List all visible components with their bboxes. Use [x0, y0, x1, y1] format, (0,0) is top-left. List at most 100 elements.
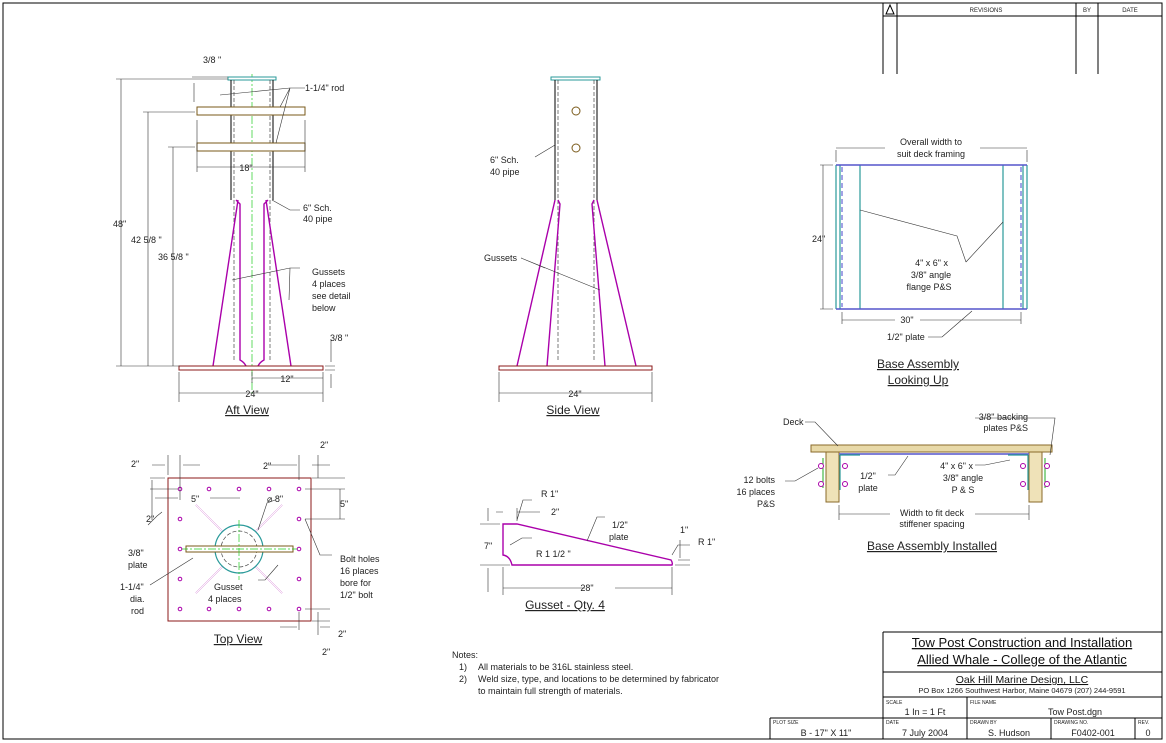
- aft-view: 3/8 " 1-1/4" rod 18" 6" Sch. 40 pipe 48"…: [113, 55, 351, 417]
- bolt-label-2: 16 places: [340, 566, 379, 576]
- scale-value: 1 In = 1 Ft: [905, 707, 946, 717]
- dim-42: 42 5/8 ": [131, 235, 162, 245]
- top-view-title: Top View: [214, 632, 263, 646]
- dim-base-30: 30": [900, 315, 913, 325]
- gusset-title: Gusset - Qty. 4: [525, 598, 605, 612]
- file-value: Tow Post.dgn: [1048, 707, 1102, 717]
- side-label-pipe-2: 40 pipe: [490, 167, 520, 177]
- revisions-date: DATE: [1122, 8, 1138, 14]
- revisions-header: REVISIONS: [970, 8, 1003, 14]
- top-gusset-label-1: Gusset: [214, 582, 243, 592]
- gusset-dim-28: 28": [580, 583, 593, 593]
- dim-2-f: 2": [322, 647, 330, 657]
- dim-base-plate: 3/8 ": [330, 333, 348, 343]
- label-half-plate: 1/2" plate: [887, 332, 925, 342]
- base-up-title-2: Looking Up: [888, 373, 949, 387]
- drawn-value: S. Hudson: [988, 728, 1030, 738]
- aft-view-title: Aft View: [225, 403, 269, 417]
- drawing-no-value: F0402-001: [1071, 728, 1115, 738]
- side-label-gussets: Gussets: [484, 253, 518, 263]
- label-gussets-1: Gussets: [312, 267, 346, 277]
- side-view: 6" Sch. 40 pipe Gussets 24" Side View: [484, 76, 653, 417]
- gusset-r1-end: R 1": [698, 537, 715, 547]
- side-label-pipe-1: 6" Sch.: [490, 155, 519, 165]
- dim-12: 12": [280, 374, 293, 384]
- gusset-r-1-5: R 1 1/2 ": [536, 549, 571, 559]
- dim-2-e: 2": [338, 629, 346, 639]
- rev-label: REV.: [1138, 720, 1149, 726]
- scale-label: SCALE: [886, 700, 903, 706]
- notes: Notes: 1) All materials to be 316L stain…: [452, 650, 719, 696]
- dim-5-b: 5": [340, 499, 348, 509]
- plot-label: PLOT SIZE: [773, 720, 799, 726]
- title-line-1: Tow Post Construction and Installation: [912, 635, 1132, 650]
- dim-2-a: 2": [131, 459, 139, 469]
- label-inst-angle-2: 3/8" angle: [943, 473, 983, 483]
- dim-18: 18": [239, 163, 252, 173]
- label-bolts-2: 16 places: [736, 487, 775, 497]
- installed-title: Base Assembly Installed: [867, 539, 997, 553]
- label-width-1: Width to fit deck: [900, 508, 965, 518]
- title-line-2: Allied Whale - College of the Atlantic: [917, 652, 1127, 667]
- stiffener-right: [1028, 451, 1043, 503]
- label-inst-plate-1: 1/2": [860, 471, 876, 481]
- label-gussets-4: below: [312, 303, 336, 313]
- dim-diameter: ⌀ 8": [267, 494, 283, 504]
- side-gussets: [516, 199, 637, 367]
- notes-heading: Notes:: [452, 650, 478, 660]
- top-rod-label-2: dia.: [130, 594, 145, 604]
- top-rod-label-1: 1-1/4": [120, 582, 144, 592]
- drawing-no-label: DRAWING NO.: [1054, 720, 1088, 726]
- label-overall-2: suit deck framing: [897, 149, 965, 159]
- dim-36: 36 5/8 ": [158, 252, 189, 262]
- bolt-holes: [177, 486, 302, 612]
- label-backing-2: plates P&S: [983, 423, 1028, 433]
- dim-48: 48": [113, 219, 126, 229]
- gusset-plate-2: plate: [609, 532, 629, 542]
- top-plate-label-1: 3/8": [128, 548, 144, 558]
- bolt-label-3: bore for: [340, 578, 371, 588]
- file-label: FILE NAME: [970, 700, 997, 706]
- base-looking-up: Overall width to suit deck framing 24" 4…: [812, 137, 1028, 387]
- dim-top-plate: 3/8 ": [203, 55, 221, 65]
- company-address: PO Box 1266 Southwest Harbor, Maine 0467…: [918, 686, 1125, 695]
- drawn-label: DRAWN BY: [970, 720, 997, 726]
- date-label: DATE: [886, 720, 900, 726]
- label-gussets-2: 4 places: [312, 279, 346, 289]
- rod-lower: [196, 142, 306, 152]
- note-1-text: All materials to be 316L stainless steel…: [478, 662, 633, 672]
- gusset-plate-1: 1/2": [612, 520, 628, 530]
- label-backing-1: 3/8" backing: [979, 412, 1028, 422]
- top-rod-label-3: rod: [131, 606, 144, 616]
- gusset-detail: R 1" 2" 1/2" plate 7" R 1 1/2 " 1" R 1" …: [480, 489, 715, 612]
- label-pipe-1: 6" Sch.: [303, 203, 332, 213]
- top-plate-label-2: plate: [128, 560, 148, 570]
- stiffener-left: [825, 451, 840, 503]
- date-value: 7 July 2004: [902, 728, 948, 738]
- dim-2-b: 2": [263, 461, 271, 471]
- dim-2-c: 2": [320, 440, 328, 450]
- note-2-cont: to maintain full strength of materials.: [478, 686, 623, 696]
- label-angle-3: flange P&S: [906, 282, 951, 292]
- label-angle-2: 3/8" angle: [911, 270, 951, 280]
- base-installed: Deck 3/8" backing plates P&S 12 bolts 16…: [736, 412, 1056, 553]
- revision-triangle-icon: [885, 3, 895, 15]
- company-name: Oak Hill Marine Design, LLC: [956, 674, 1089, 686]
- label-rod: 1-1/4" rod: [305, 83, 344, 93]
- rod-hole-lower: [571, 143, 581, 153]
- revisions-table: REVISIONS BY DATE: [882, 3, 1162, 74]
- dim-24: 24": [245, 389, 258, 399]
- top-gusset-label-2: 4 places: [208, 594, 242, 604]
- gusset-r1-top: R 1": [541, 489, 558, 499]
- label-pipe-2: 40 pipe: [303, 214, 333, 224]
- dim-base-24: 24": [812, 234, 825, 244]
- dim-2-d: 2": [146, 514, 154, 524]
- base-up-title-1: Base Assembly: [877, 357, 959, 371]
- plot-value: B - 17" X 11": [801, 728, 852, 738]
- gusset-right: [257, 199, 292, 367]
- label-gussets-3: see detail: [312, 291, 351, 301]
- label-overall-1: Overall width to: [900, 137, 962, 147]
- bolt-label-1: Bolt holes: [340, 554, 380, 564]
